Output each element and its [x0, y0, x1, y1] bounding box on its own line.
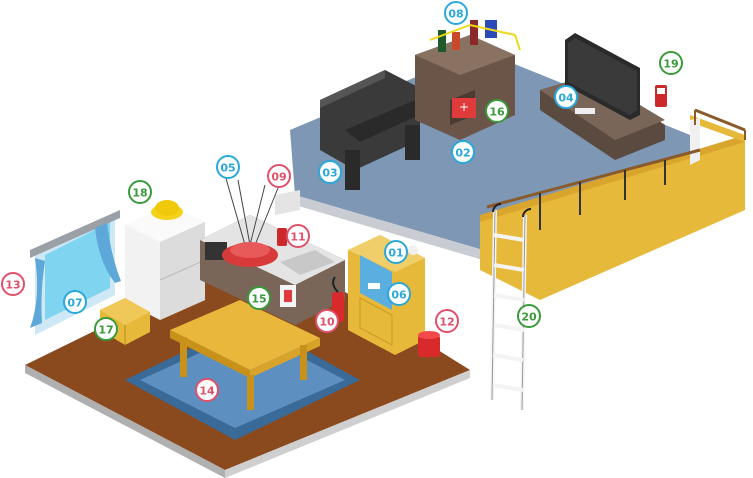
loft-wall: [480, 140, 745, 300]
number-markers: 01 02 03 04 05 06 07 08 09 10 11 12 13 14 15 16 17 18 19 20: [1, 1, 683, 402]
marker-circle: [485, 99, 509, 123]
marker-18: 18: [128, 180, 152, 204]
window: [30, 210, 121, 335]
fire-bucket: [418, 331, 440, 357]
marker-label: 15: [251, 293, 266, 306]
marker-label: 07: [67, 297, 82, 310]
marker-circle: [216, 155, 240, 179]
marker-circle: [554, 85, 578, 109]
refrigerator: [125, 200, 206, 320]
marker-circle: [384, 240, 408, 264]
marker-circle: [659, 51, 683, 75]
marker-circle: [286, 224, 310, 248]
marker-circle: [63, 290, 87, 314]
marker-circle: [195, 378, 219, 402]
marker-label: 09: [271, 171, 286, 184]
table: [170, 300, 320, 410]
marker-label: 18: [132, 187, 147, 200]
marker-17: 17: [94, 317, 118, 341]
marker-circle: [444, 1, 468, 25]
marker-circle: [1, 272, 25, 296]
marker-label: 05: [220, 162, 235, 175]
svg-text:+: +: [459, 100, 469, 114]
marker-label: 17: [98, 324, 113, 337]
marker-09: 09: [267, 164, 291, 188]
marker-19: 19: [659, 51, 683, 75]
marker-03: 03: [318, 160, 342, 184]
marker-14: 14: [195, 378, 219, 402]
marker-13: 13: [1, 272, 25, 296]
marker-circle: [247, 286, 271, 310]
marker-label: 08: [448, 8, 463, 21]
marker-02: 02: [451, 140, 475, 164]
pendant-lamp: [222, 174, 279, 267]
marker-circle: [318, 160, 342, 184]
curtain-left: [30, 258, 45, 328]
marker-08: 08: [444, 1, 468, 25]
marker-circle: [435, 309, 459, 333]
marker-label: 03: [322, 167, 337, 180]
first-aid-kit: [452, 98, 476, 118]
marker-07: 07: [63, 290, 87, 314]
marker-label: 20: [521, 311, 537, 324]
marker-label: 10: [319, 316, 335, 329]
marker-05: 05: [216, 155, 240, 179]
marker-10: 10: [315, 309, 339, 333]
sink: [280, 250, 335, 275]
marker-label: 16: [489, 106, 505, 119]
marker-circle: [387, 282, 411, 306]
wine-bottle: [438, 30, 446, 52]
marker-label: 13: [5, 279, 20, 292]
stove: [205, 242, 227, 260]
cabinet-label: [368, 283, 380, 289]
marker-label: 11: [290, 231, 305, 244]
marker-label: 06: [391, 289, 407, 302]
marker-circle: [267, 164, 291, 188]
marker-label: 14: [199, 385, 215, 398]
marker-15: 15: [247, 286, 271, 310]
marker-11: 11: [286, 224, 310, 248]
marker-label: 01: [388, 247, 403, 260]
marker-12: 12: [435, 309, 459, 333]
marker-label: 02: [455, 147, 470, 160]
marker-label: 04: [558, 92, 574, 105]
marker-01: 01: [384, 240, 408, 264]
marker-06: 06: [387, 282, 411, 306]
marker-16: 16: [485, 99, 509, 123]
marker-circle: [315, 309, 339, 333]
marker-circle: [451, 140, 475, 164]
marker-circle: [128, 180, 152, 204]
railing: [486, 148, 701, 209]
marker-04: 04: [554, 85, 578, 109]
cabinet: [348, 235, 425, 355]
piano: [320, 70, 430, 190]
marker-circle: [94, 317, 118, 341]
marker-circle: [517, 304, 541, 328]
marker-label: 19: [663, 58, 678, 71]
marker-label: 12: [439, 316, 454, 329]
marker-20: 20: [517, 304, 541, 328]
curtain-right: [95, 223, 121, 283]
wall-extinguisher: [655, 85, 667, 107]
